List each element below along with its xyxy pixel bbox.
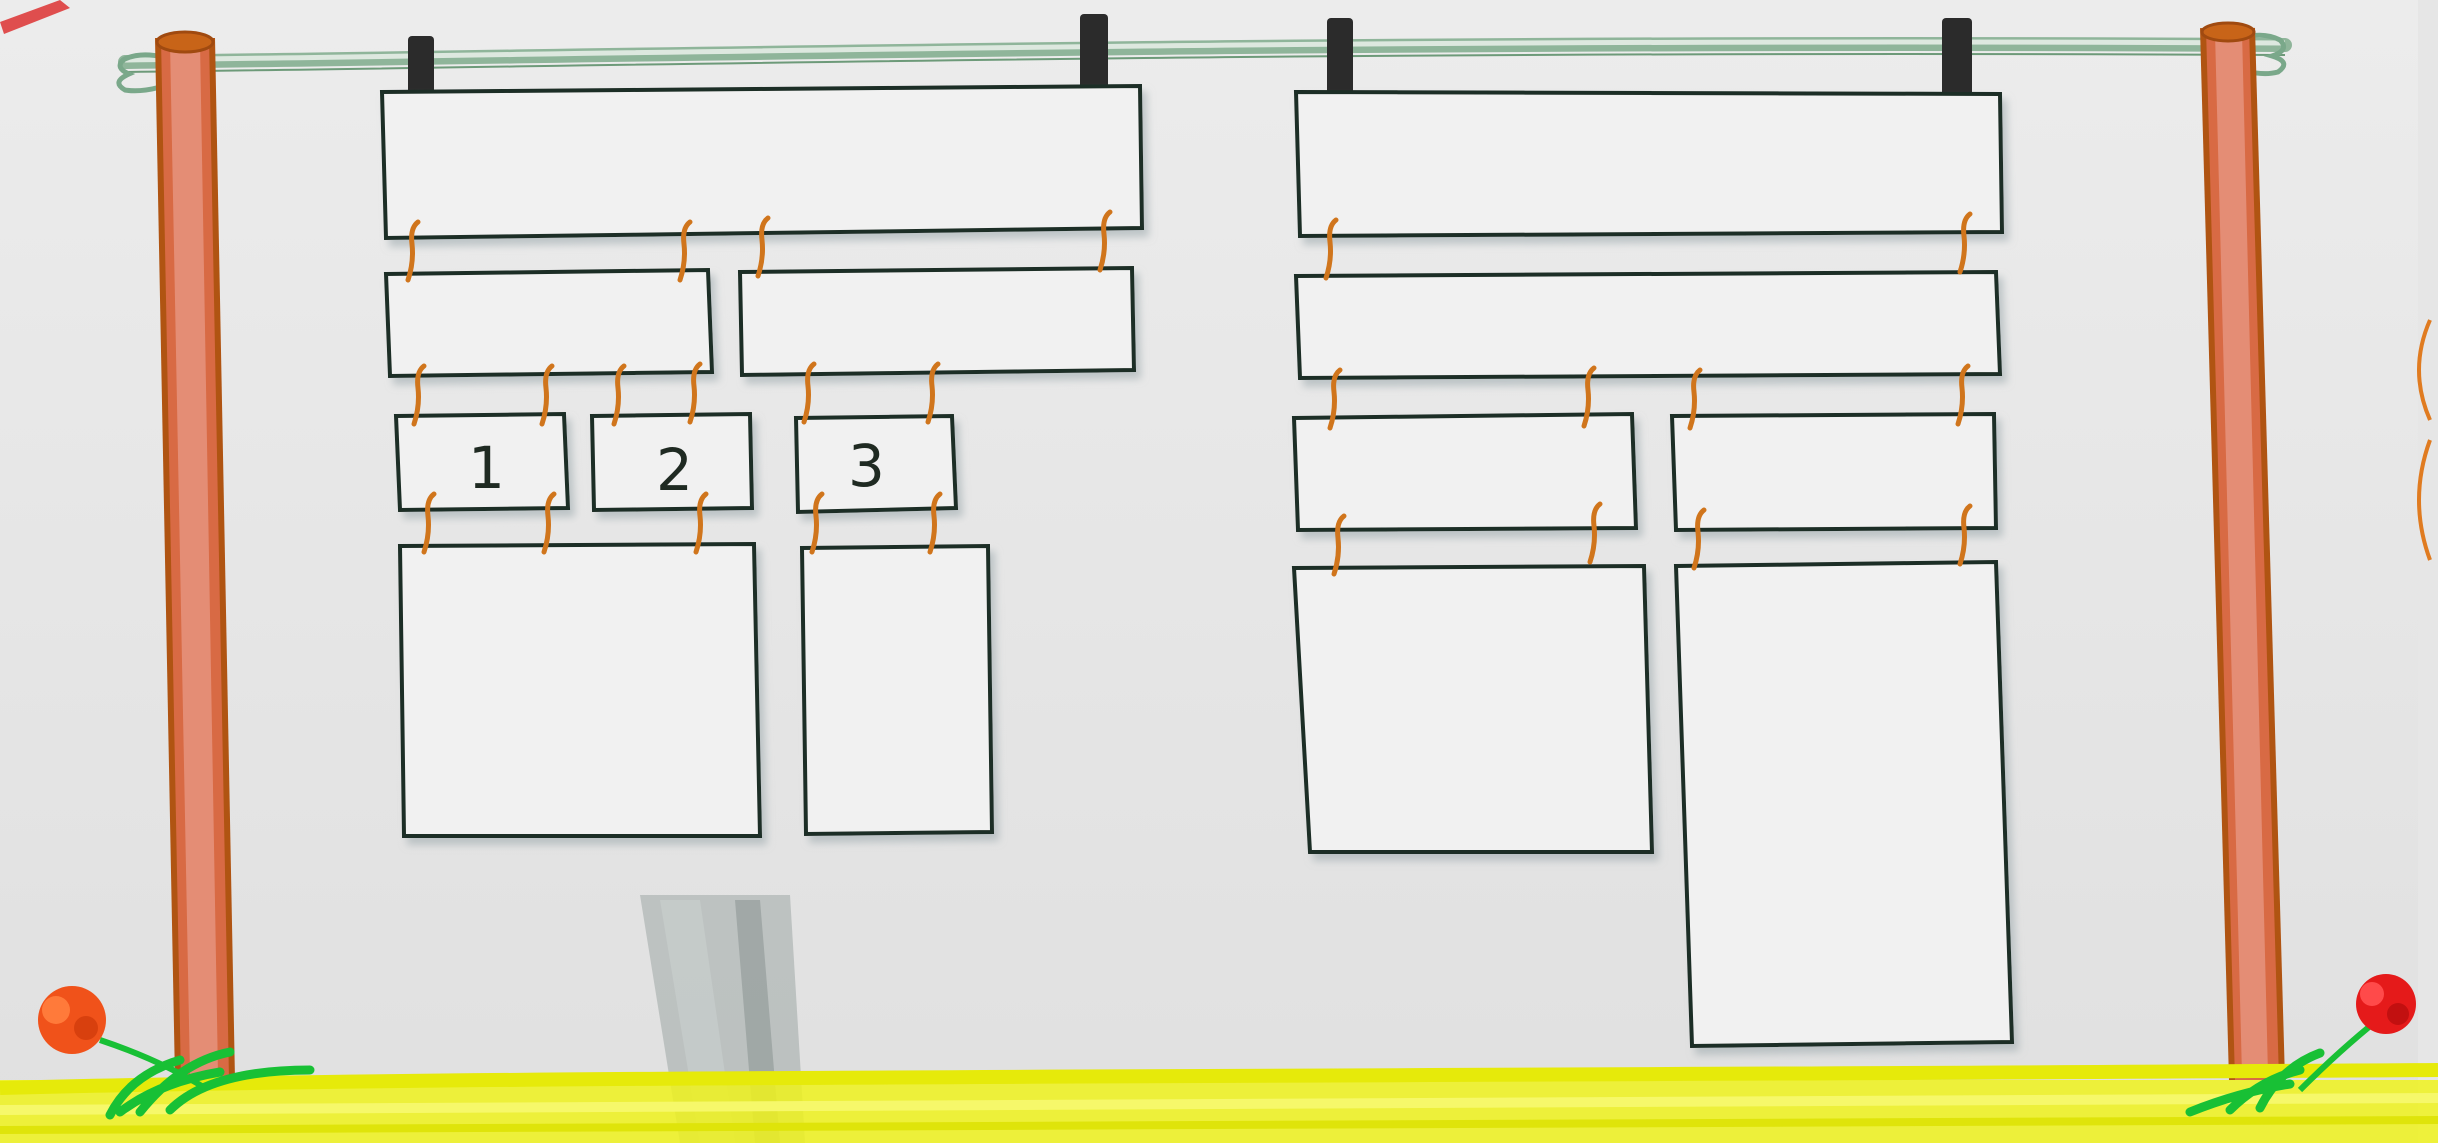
clothespin — [1942, 18, 1972, 102]
box-2-label: 2 — [656, 436, 693, 504]
right-top-sheet — [1296, 92, 2002, 236]
right-row3-sheet-a — [1294, 414, 1636, 530]
right-row2-sheet — [1296, 272, 2000, 378]
flower-head — [2356, 974, 2416, 1034]
right-bottom-sheet-b — [1676, 562, 2012, 1046]
clothespin — [1327, 18, 1353, 102]
box-3-label: 3 — [848, 432, 885, 500]
left-row2-sheet-b — [740, 268, 1134, 375]
box-1-label: 1 — [468, 434, 505, 502]
right-bottom-sheet-a — [1294, 566, 1652, 852]
right-row3-sheet-b — [1672, 414, 1996, 530]
left-bottom-sheet-a — [400, 544, 760, 836]
paper-right-edge — [2418, 0, 2438, 1143]
left-top-sheet — [382, 86, 1142, 238]
left-row2-sheet-a — [386, 270, 712, 376]
ground-grass — [0, 1070, 2438, 1143]
left-bottom-sheet-b — [802, 546, 992, 834]
